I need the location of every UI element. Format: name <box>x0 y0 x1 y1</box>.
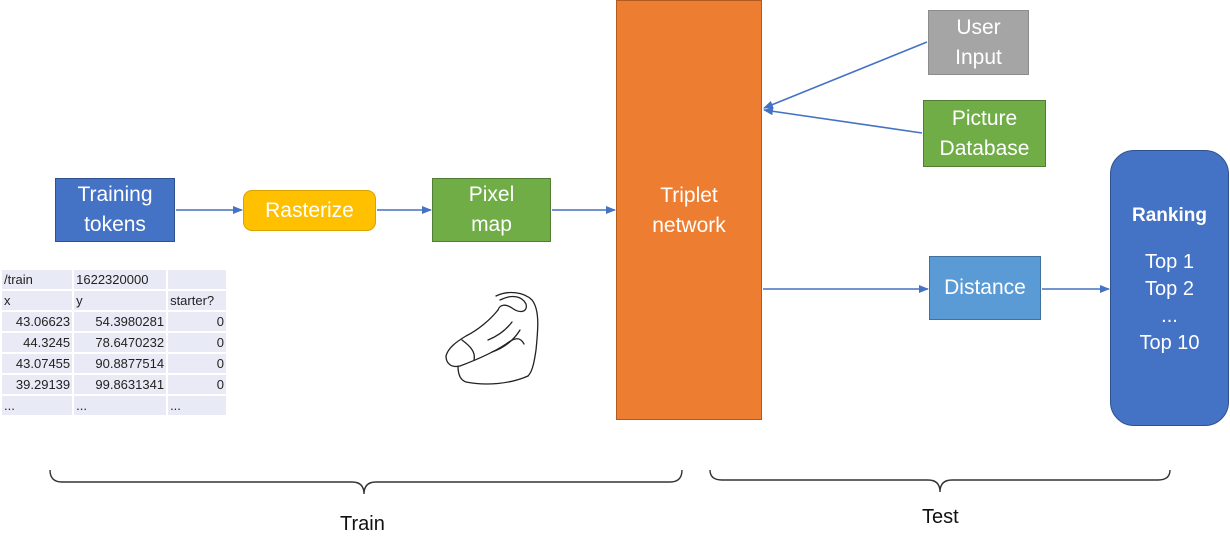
table-cell: 0 <box>168 333 226 352</box>
table-cell: 39.29139 <box>2 375 73 394</box>
ranking-item: Top 10 <box>1139 332 1200 354</box>
table-cell: 99.8631341 <box>74 375 167 394</box>
table-cell: 44.3245 <box>2 333 73 352</box>
training-tokens-line1: Training <box>77 183 153 206</box>
table-cell: 78.6470232 <box>74 333 167 352</box>
user-input-line2: Input <box>955 45 1002 69</box>
arrow-picdb-to-triplet <box>763 107 923 134</box>
pixel-map-box: Pixel map <box>432 178 551 242</box>
table-cell: 43.07455 <box>2 354 73 373</box>
table-row: x y starter? <box>2 291 226 310</box>
picture-database-box: Picture Database <box>923 100 1046 167</box>
ranking-item: Top 2 <box>1145 278 1194 300</box>
ranking-title: Ranking <box>1132 205 1207 226</box>
table-cell: 0 <box>168 312 226 331</box>
table-row: 43.07455 90.8877514 0 <box>2 354 226 373</box>
table-cell: ... <box>74 396 167 415</box>
table-row: 43.06623 54.3980281 0 <box>2 312 226 331</box>
table-row: 44.3245 78.6470232 0 <box>2 333 226 352</box>
train-caption: Train <box>340 513 385 535</box>
user-input-line1: User <box>956 15 1001 39</box>
table-row: /train 1622320000 <box>2 270 226 289</box>
distance-box: Distance <box>929 256 1041 320</box>
table-cell: 1622320000 <box>74 270 167 289</box>
training-tokens-line2: tokens <box>84 213 146 236</box>
table-cell <box>168 270 226 289</box>
table-row: ... ... ... <box>2 396 226 415</box>
distance-label: Distance <box>944 276 1026 299</box>
pixel-map-line1: Pixel <box>468 183 515 206</box>
triplet-network-line2: network <box>652 214 726 237</box>
table-cell: ... <box>168 396 226 415</box>
triplet-network-line1: Triplet <box>660 184 718 207</box>
test-brace <box>709 469 1171 493</box>
table-cell: x <box>2 291 73 310</box>
picture-database-line2: Database <box>939 136 1030 160</box>
shoe-sketch-icon <box>445 291 539 385</box>
table-cell: starter? <box>168 291 226 310</box>
picture-database-line1: Picture <box>951 106 1018 130</box>
user-input-box: User Input <box>928 10 1029 75</box>
table-cell: 0 <box>168 375 226 394</box>
pixel-map-line2: map <box>471 213 512 236</box>
test-caption: Test <box>922 506 959 528</box>
token-data-table: /train 1622320000 x y starter? 43.06623 … <box>0 268 228 417</box>
table-cell: 43.06623 <box>2 312 73 331</box>
rasterize-label: Rasterize <box>265 198 354 222</box>
train-brace <box>49 469 683 495</box>
training-tokens-box: Training tokens <box>55 178 175 242</box>
ranking-item: ... <box>1161 305 1178 327</box>
arrow-userinput-to-triplet <box>763 41 928 109</box>
table-cell: /train <box>2 270 73 289</box>
table-row: 39.29139 99.8631341 0 <box>2 375 226 394</box>
rasterize-box: Rasterize <box>243 190 376 231</box>
table-cell: 90.8877514 <box>74 354 167 373</box>
table-cell: 54.3980281 <box>74 312 167 331</box>
table-cell: y <box>74 291 167 310</box>
table-cell: 0 <box>168 354 226 373</box>
table-cell: ... <box>2 396 73 415</box>
ranking-item: Top 1 <box>1145 251 1194 273</box>
triplet-network-box: Triplet network <box>616 0 762 420</box>
ranking-box: Ranking Top 1 Top 2 ... Top 10 <box>1110 150 1229 426</box>
